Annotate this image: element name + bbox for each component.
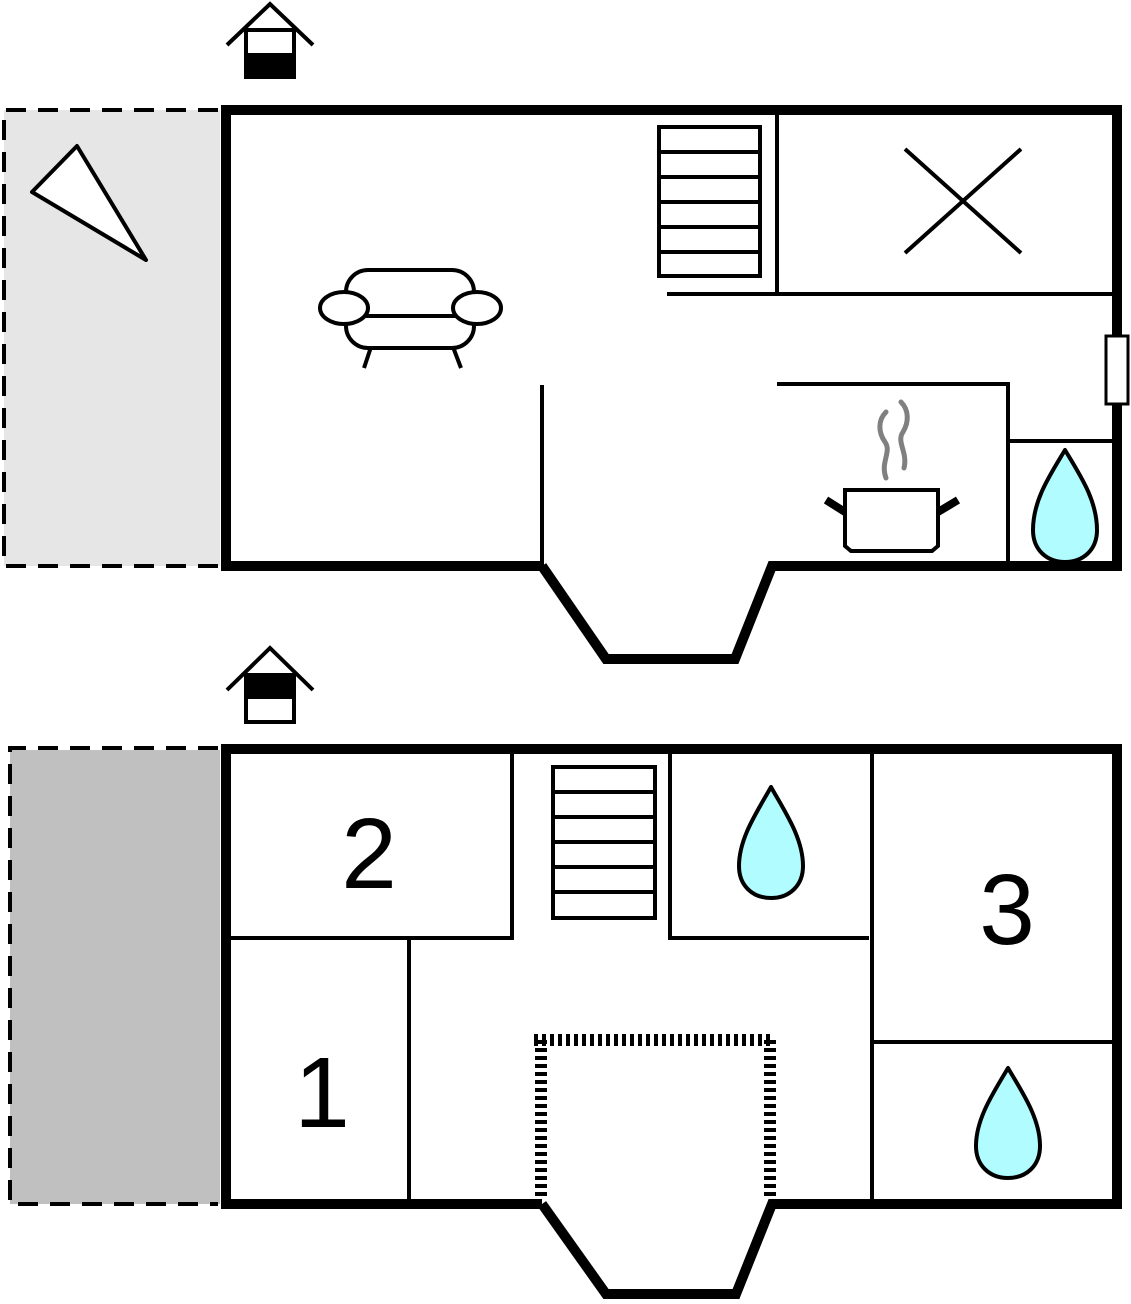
water-drop-icon bbox=[974, 1066, 1042, 1180]
lower-floor-plan: 2 1 3 bbox=[8, 645, 1122, 1299]
upper-floor-plan bbox=[2, 1, 1130, 664]
house-level-icon-upper-floor bbox=[225, 1, 315, 79]
stair-opening bbox=[534, 1034, 776, 1200]
room-number-3: 3 bbox=[979, 854, 1035, 966]
water-drop-icon bbox=[1031, 448, 1099, 564]
x-mark-icon bbox=[903, 147, 1023, 255]
stairs-icon bbox=[551, 765, 657, 920]
terrace-lower bbox=[8, 746, 220, 1206]
triangle-icon bbox=[30, 144, 148, 262]
lower-outer-wall bbox=[221, 744, 1122, 1299]
stairs-icon bbox=[657, 125, 762, 278]
lower-interior-walls bbox=[230, 751, 1115, 1200]
water-drop-icon bbox=[737, 785, 805, 900]
house-level-icon-ground-floor bbox=[225, 645, 315, 724]
upper-interior-walls bbox=[540, 112, 1115, 566]
upper-outer-wall bbox=[221, 105, 1122, 664]
cooking-pot-icon bbox=[823, 399, 961, 553]
window bbox=[1104, 334, 1130, 406]
terrace-upper bbox=[2, 108, 220, 568]
room-number-1: 1 bbox=[294, 1037, 350, 1149]
sofa-icon bbox=[318, 268, 503, 369]
room-number-2: 2 bbox=[341, 798, 397, 910]
